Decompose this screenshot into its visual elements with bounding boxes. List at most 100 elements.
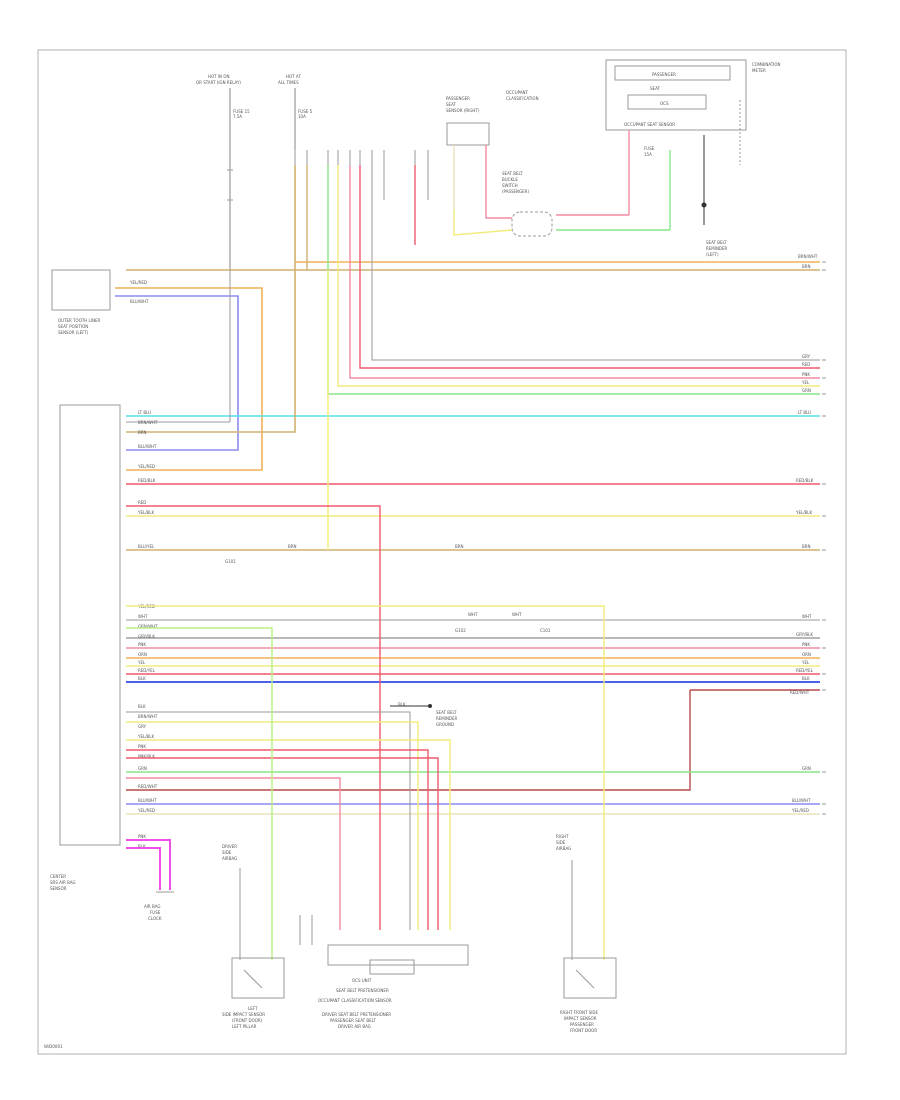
fuse-a-title-1: HOT IN ON — [208, 74, 229, 79]
splice-label-a: G101 — [225, 559, 236, 564]
srs-unit-label-2: SRS AIR BAG — [50, 880, 76, 885]
splice-label-b: BRN — [288, 544, 297, 549]
splice-label-f: WHT — [468, 612, 478, 617]
rt-module-box: OCS — [660, 101, 669, 106]
pin-label-23: PNK — [138, 744, 146, 749]
left-sensor-top-2: SIDE — [222, 850, 232, 855]
right-sensor-top-2: SIDE — [556, 840, 566, 845]
pin-label-5: YEL/RED — [137, 464, 155, 469]
right-bus-labels: BRN/WHT BRN GRY RED PNK YEL GRN LT BLU R… — [790, 254, 818, 813]
top-connector-pins — [294, 150, 429, 165]
buckle-sensor-label-1: SEAT BELT — [502, 171, 523, 176]
pin-label-15: ORN — [138, 652, 147, 657]
bus-label-10: YEL/BLK — [795, 510, 813, 515]
right-sensor-bot-3: PASSENGER — [570, 1022, 594, 1027]
center-bot-label-1: DRIVER SEAT BELT PRETENSIONER — [322, 1012, 391, 1017]
pin-label-21: GRY — [138, 724, 147, 729]
right-edge-terminals — [822, 261, 826, 815]
pin-label-27: BLU/WHT — [138, 798, 157, 803]
bus-label-7: GRN — [802, 388, 811, 393]
pin-label-2: BRN/WHT — [138, 420, 158, 425]
pin-label-17: RED/YEL — [138, 668, 156, 673]
left-module-label-1: OUTER TOOTH LINER — [58, 318, 100, 323]
bus-label-21: BLU/WHT — [792, 798, 811, 803]
center-top-label-1: PASSENGER — [446, 96, 470, 101]
diagram-frame — [37, 49, 847, 1055]
bus-label-13: GRY/BLK — [796, 632, 813, 637]
air-bag-fuse-connector: AIR BAG FUSE CLOCK — [144, 891, 174, 921]
ground-note-3: GROUND — [436, 722, 454, 727]
right-sensor-top-3: AIRBAG — [556, 846, 571, 851]
left-sensor-bot-4: LEFT PILLAR — [232, 1024, 257, 1029]
splice-label-e: C101 — [540, 628, 551, 633]
bus-label-20: GRN — [802, 766, 811, 771]
buckle-sensor-label-2: BUCKLE — [502, 177, 518, 182]
pin-label-24: PNK/BLK — [138, 754, 155, 759]
right-sensor-bot-1: RIGHT FRONT SIDE — [560, 1010, 599, 1015]
left-seat-position-sensor: OUTER TOOTH LINER SEAT POSITION SENSOR (… — [51, 269, 263, 471]
splice-labels: G101 BRN BRN G102 C101 WHT WHT SEAT BELT… — [225, 544, 551, 727]
footer-code: W/D0001 — [44, 1044, 63, 1049]
left-sensor-top-1: DRIVER — [222, 844, 237, 849]
bus-label-9: RED/BLK — [796, 478, 814, 483]
fuse-a-rating: 7.5A — [233, 114, 242, 119]
srs-unit-label-1: CENTER — [50, 874, 66, 879]
center-conn-title: SEAT BELT PRETENSIONER — [336, 988, 389, 993]
fuse-b-title-1: HOT AT — [286, 74, 301, 79]
right-sensor-bot-2: IMPACT SENSOR — [564, 1016, 597, 1021]
left-sensor-bot-2: SIDE IMPACT SENSOR — [222, 1012, 265, 1017]
right-side-impact-sensor: RIGHT SIDE AIRBAG RIGHT FRONT SIDE IMPAC… — [556, 834, 617, 1033]
pin-label-6: RED/BLK — [138, 478, 156, 483]
center-bot-label-3: DRIVER AIR BAG — [338, 1024, 371, 1029]
pin-label-25: GRN — [138, 766, 147, 771]
left-module-label-2: SEAT POSITION — [58, 324, 88, 329]
bus-label-4: RED — [802, 362, 810, 367]
srs-bottom-label-2: FUSE — [150, 910, 161, 915]
pin-label-8: YEL/BLK — [137, 510, 155, 515]
splice-label-g: WHT — [512, 612, 522, 617]
passenger-seat-sensor: PASSENGER SEAT SENSOR (RIGHT) OCCUPANT C… — [446, 90, 553, 237]
srs-bottom-label-3: CLOCK — [148, 916, 162, 921]
fuse-feed-a: HOT IN ON OR START (IGN RELAY) FUSE 15 7… — [196, 74, 250, 270]
left-sensor-bot-3: (FRONT DOOR) — [232, 1018, 263, 1023]
bus-label-6: YEL — [801, 380, 810, 385]
rt-module-label-2: SEAT — [650, 86, 660, 91]
left-module-label-3: SENSOR (LEFT) — [58, 330, 89, 335]
fuse-a-name: FUSE 15 — [233, 109, 250, 114]
wire-label-blu-wht: BLU/WHT — [130, 299, 149, 304]
srs-pin-labels: LT BLU BRN/WHT BRN BLU/WHT YEL/RED RED/B… — [137, 410, 158, 849]
pin-label-30: BLK — [138, 844, 146, 849]
splice-label-d: G102 — [455, 628, 466, 633]
vertical-feed-wires — [126, 165, 820, 550]
buckle-sensor-label-4: (PASSENGER) — [502, 189, 529, 194]
pin-label-13: GRY/BLK — [138, 634, 155, 639]
fuse-b-name: FUSE 5 — [298, 109, 313, 114]
pin-label-7: RED — [138, 500, 146, 505]
pin-label-19: BLK — [138, 704, 146, 709]
rt-module-label-1: PASSENGER — [652, 72, 676, 77]
pin-label-14: PNK — [138, 642, 146, 647]
fuse-feed-b: HOT AT ALL TIMES FUSE 5 10A — [278, 74, 313, 150]
left-sensor-top-3: AIRBAG — [222, 856, 237, 861]
center-bot-label-2: PASSENGER SEAT BELT — [330, 1018, 376, 1023]
left-side-impact-sensor: DRIVER SIDE AIRBAG LEFT SIDE IMPACT SENS… — [222, 844, 285, 1029]
ground-note-2: REMINDER — [436, 716, 458, 721]
rt-ground-label-3: (LEFT) — [706, 252, 719, 257]
splice-label-c: BRN — [455, 544, 464, 549]
bus-label-3: GRY — [802, 354, 811, 359]
wire-label-ylw-red: YEL/RED — [129, 280, 147, 285]
right-sensor-top-1: RIGHT — [556, 834, 569, 839]
bus-label-1: BRN/WHT — [798, 254, 818, 259]
bus-label-16: YEL — [801, 660, 810, 665]
srs-control-unit: CENTER SRS AIR BAG SENSOR — [50, 404, 121, 891]
fuse-b-rating: 10A — [298, 114, 306, 119]
pin-label-4: BLU/WHT — [138, 444, 157, 449]
bus-label-14: PNK — [802, 642, 810, 647]
rt-ground-label-2: REMINDER — [706, 246, 728, 251]
left-sensor-bot-1: LEFT — [248, 1006, 258, 1011]
center-top-label-5: CLASSIFICATION — [506, 96, 539, 101]
center-conn-label: OCCUPANT CLASSIFICATION SENSOR — [318, 998, 392, 1003]
ground-note-1: SEAT BELT — [436, 710, 457, 715]
rt-corner-label-1: COMBINATION — [752, 62, 781, 67]
